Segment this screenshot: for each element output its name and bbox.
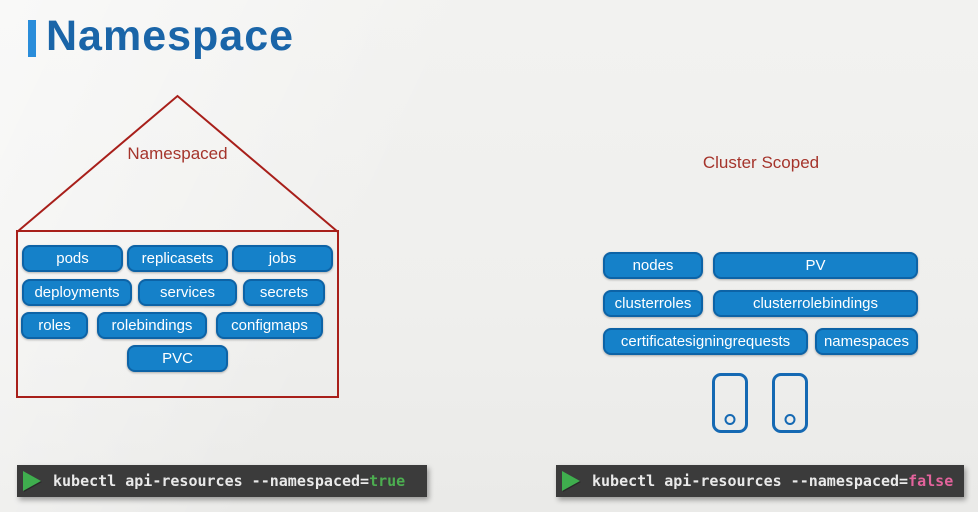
mobile-device-icon <box>772 373 808 433</box>
title-accent-bar <box>28 20 36 58</box>
cluster-row-1: nodes PV <box>603 252 918 279</box>
namespaced-label: Namespaced <box>127 144 228 163</box>
resource-button[interactable]: jobs <box>232 245 333 272</box>
resource-button[interactable]: PVC <box>127 345 228 372</box>
namespaced-box <box>16 230 339 398</box>
resource-button[interactable]: clusterrolebindings <box>713 290 918 317</box>
namespaced-row-3: roles rolebindings configmaps <box>21 312 323 339</box>
resource-button[interactable]: nodes <box>603 252 703 279</box>
mobile-device-icon <box>712 373 748 433</box>
command-line: kubectl api-resources --namespaced=true <box>53 472 405 490</box>
command-flag-value: false <box>908 472 954 490</box>
resource-button[interactable]: replicasets <box>127 245 228 272</box>
terminal-namespaced-false: kubectl api-resources --namespaced=false <box>556 465 964 497</box>
namespaced-row-4: PVC <box>127 345 228 372</box>
resource-button[interactable]: PV <box>713 252 918 279</box>
command-line: kubectl api-resources --namespaced=false <box>592 472 953 490</box>
page-title: Namespace <box>28 12 295 60</box>
resource-button[interactable]: deployments <box>22 279 132 306</box>
resource-button[interactable]: certificatesigningrequests <box>603 328 808 355</box>
resource-button[interactable]: roles <box>21 312 88 339</box>
play-icon <box>562 471 580 491</box>
device-icons <box>712 373 808 433</box>
command-text: kubectl api-resources --namespaced= <box>592 472 909 490</box>
resource-button[interactable]: clusterroles <box>603 290 703 317</box>
resource-button[interactable]: secrets <box>243 279 325 306</box>
terminal-namespaced-true: kubectl api-resources --namespaced=true <box>17 465 427 497</box>
resource-button[interactable]: pods <box>22 245 123 272</box>
resource-button[interactable]: configmaps <box>216 312 323 339</box>
title-text: Namespace <box>46 12 295 60</box>
command-flag-value: true <box>369 472 406 490</box>
cluster-scoped-label: Cluster Scoped <box>702 153 820 172</box>
resource-button[interactable]: namespaces <box>815 328 918 355</box>
play-icon <box>23 471 41 491</box>
command-text: kubectl api-resources --namespaced= <box>53 472 370 490</box>
resource-button[interactable]: services <box>138 279 237 306</box>
resource-button[interactable]: rolebindings <box>97 312 207 339</box>
cluster-row-2: clusterroles clusterrolebindings <box>603 290 918 317</box>
cluster-row-3: certificatesigningrequests namespaces <box>603 328 918 355</box>
